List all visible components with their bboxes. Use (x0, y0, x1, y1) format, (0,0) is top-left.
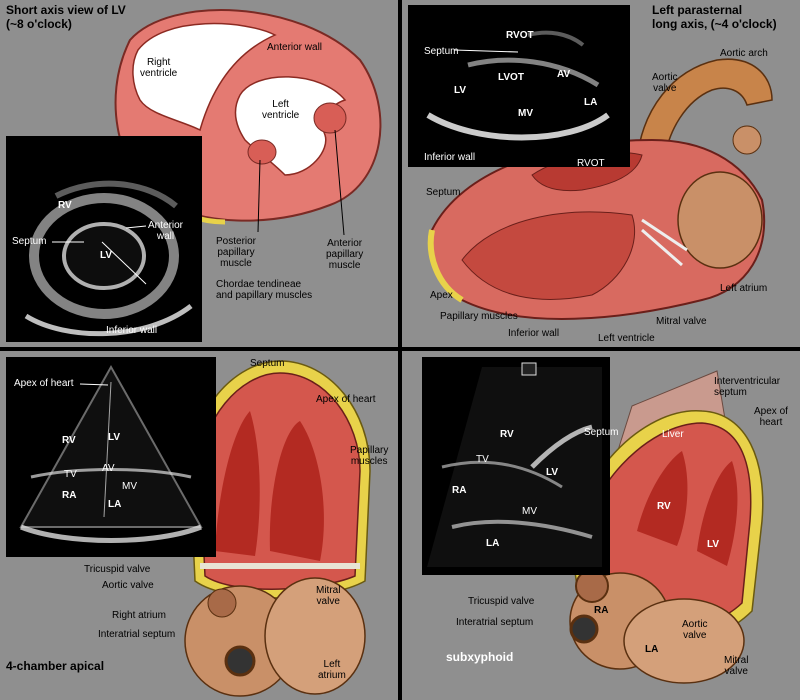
short-axis-panel: Short axis view of LV (~8 o'clock) Right… (0, 0, 398, 347)
echo-label-inferior-wall: Inferior wall (424, 152, 476, 163)
label-left-ventricle: Left ventricle (262, 99, 300, 121)
echo-label-rvot: RVOT (506, 30, 534, 41)
echo-label-tv: TV (64, 469, 77, 480)
four-chamber-caption: 4-chamber apical (6, 659, 105, 673)
echo-label-septum: Septum (424, 46, 459, 57)
echo-label-mv: MV (522, 506, 537, 517)
label-la: LA (645, 644, 659, 655)
label-papillary-muscles: Papillary muscles (440, 311, 518, 322)
four-chamber-echo-image (6, 357, 216, 557)
label-aortic-valve: Aortic valve (652, 72, 678, 94)
label-aortic-valve: Aortic valve (682, 619, 708, 641)
echo-label-mv: MV (518, 108, 533, 119)
label-lv: LV (707, 539, 720, 550)
label-left-atrium: Left atrium (318, 659, 346, 681)
label-aortic-valve: Aortic valve (102, 580, 154, 591)
echo-label-rv: RV (58, 200, 72, 211)
short-axis-title-line1: Short axis view of LV (6, 3, 126, 17)
echo-label-tv: TV (476, 454, 489, 465)
subxyphoid-heart-illustration (569, 370, 764, 684)
label-interatrial-septum: Interatrial septum (98, 629, 176, 640)
label-interatrial-septum: Interatrial septum (456, 617, 534, 628)
echo-label-av: AV (102, 463, 115, 474)
long-axis-echo-image (408, 5, 630, 167)
long-axis-title-line1: Left parasternal (652, 3, 743, 17)
label-right-atrium: Right atrium (112, 610, 166, 621)
label-left-atrium: Left atrium (720, 283, 768, 294)
label-tricuspid-valve: Tricuspid valve (468, 596, 535, 607)
label-anterior-papillary-muscle: Anterior papillary muscle (326, 238, 364, 271)
label-septum: Septum (426, 187, 461, 198)
echo-label-septum: Septum (12, 236, 47, 247)
echo-label-lv: LV (546, 467, 559, 478)
echo-label-la: LA (486, 538, 500, 549)
echo-label-lv: LV (108, 432, 121, 443)
label-papillary-muscles: Papillary muscles (350, 445, 389, 467)
label-chordae-tendineae: Chordae tendineae and papillary muscles (216, 279, 313, 301)
label-aortic-arch: Aortic arch (720, 48, 768, 59)
label-apex-of-heart: Apex of heart (316, 394, 376, 405)
label-mitral-valve: Mitral valve (316, 585, 341, 607)
short-axis-title-line2: (~8 o'clock) (6, 17, 72, 31)
label-rv: RV (657, 501, 671, 512)
echo-label-lv: LV (100, 250, 113, 261)
label-left-ventricle: Left ventricle (598, 333, 655, 344)
label-ra: RA (594, 605, 609, 616)
label-posterior-papillary-muscle: Posterior papillary muscle (216, 236, 257, 269)
subxyphoid-panel: RV Septum TV LV RA MV LA Liver Intervent… (402, 351, 800, 700)
four-chamber-apical-panel: Apex of heart RV LV TV AV MV RA LA Septu… (0, 351, 398, 700)
long-axis-heart-illustration (427, 58, 773, 320)
echo-label-inferior-wall: Inferior wall (106, 325, 158, 336)
label-anterior-wall: Anterior wall (267, 42, 323, 53)
short-axis-echo-image (6, 136, 202, 342)
long-axis-title-line2: long axis, (~4 o'clock) (652, 17, 777, 31)
subxyphoid-caption: subxyphoid (446, 650, 514, 664)
label-mitral-valve: Mitral valve (724, 655, 749, 677)
echo-label-ra: RA (452, 485, 467, 496)
label-septum: Septum (250, 358, 285, 369)
label-apex-of-heart: Apex of heart (754, 406, 788, 428)
echo-label-apex-of-heart: Apex of heart (14, 378, 74, 389)
label-mitral-valve: Mitral valve (656, 316, 707, 327)
echo-label-mv: MV (122, 481, 137, 492)
echo-label-la: LA (584, 97, 598, 108)
echo-label-septum: Septum (584, 427, 619, 438)
echo-label-ra: RA (62, 490, 77, 501)
label-inferior-wall: Inferior wall (508, 328, 560, 339)
label-rvot: RVOT (577, 158, 605, 169)
echo-label-anterior-wall: Anterior wall (148, 220, 184, 242)
label-apex: Apex (430, 290, 453, 301)
long-axis-panel: Left parasternal long axis, (~4 o'clock)… (402, 0, 800, 347)
echo-label-av: AV (557, 69, 571, 80)
echo-label-lv: LV (454, 85, 467, 96)
label-right-ventricle: Right ventricle (140, 57, 178, 79)
echo-label-rv: RV (500, 429, 514, 440)
label-liver: Liver (662, 429, 684, 440)
echo-label-la: LA (108, 499, 122, 510)
four-chamber-heart-illustration (184, 360, 371, 697)
label-tricuspid-valve: Tricuspid valve (84, 564, 151, 575)
label-interventricular-septum: Interventricular septum (714, 376, 781, 398)
echo-label-rv: RV (62, 435, 76, 446)
subxyphoid-echo-image (422, 357, 610, 575)
echo-label-lvot: LVOT (498, 72, 524, 83)
